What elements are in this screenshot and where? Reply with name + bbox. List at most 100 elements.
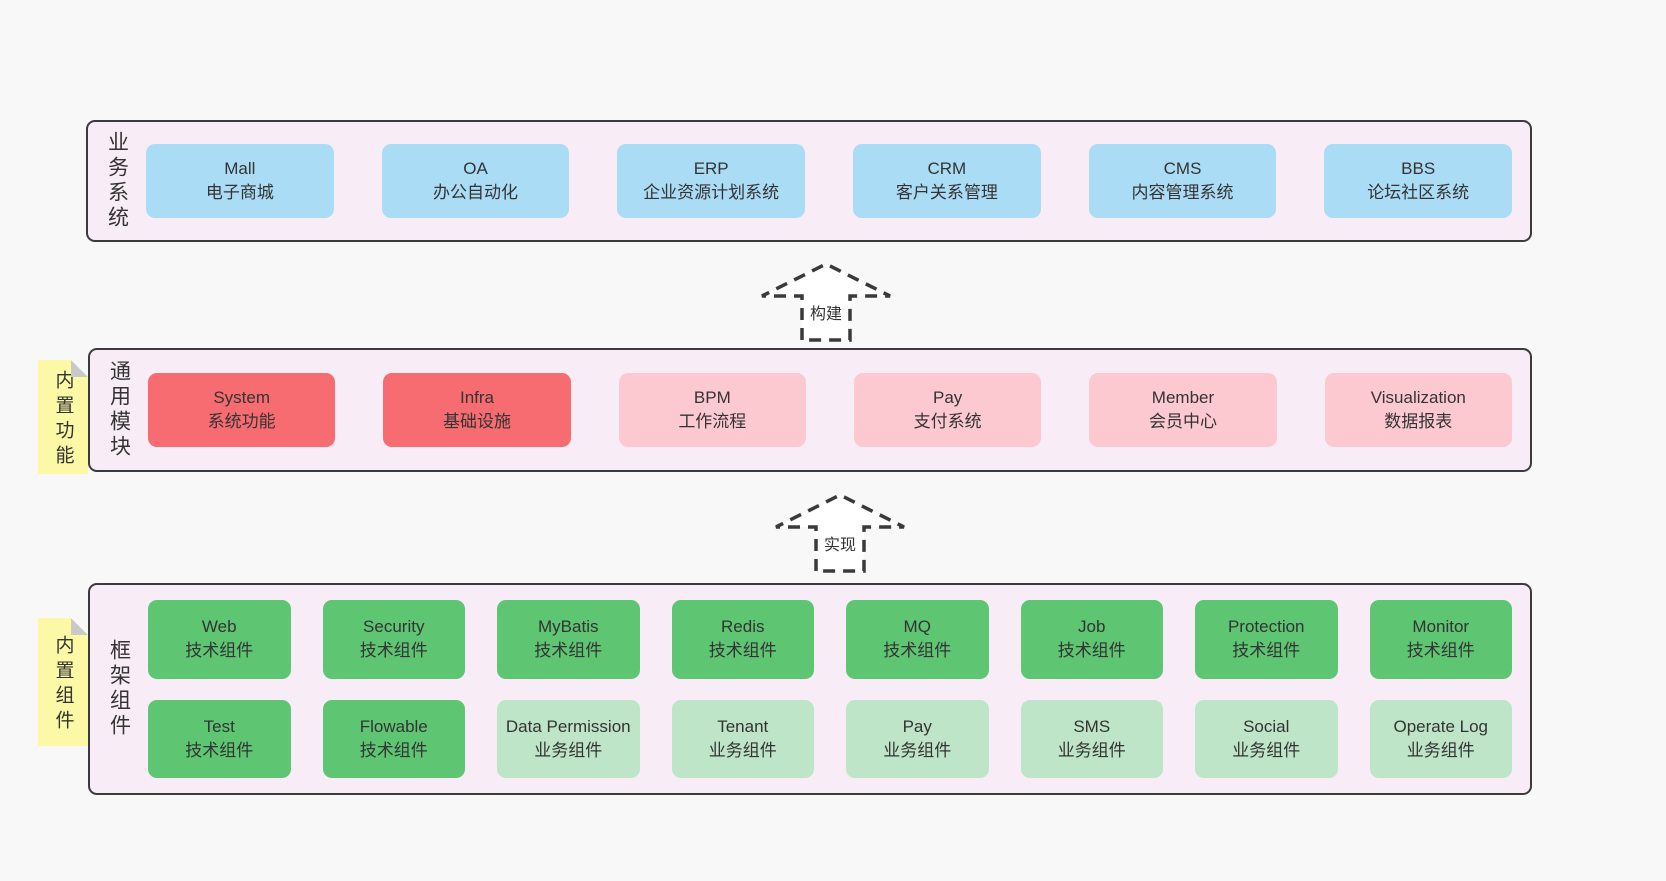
box-subtitle: 企业资源计划系统 — [643, 183, 780, 202]
implement-arrow: 实现 — [770, 487, 910, 573]
box-security: Security 技术组件 — [322, 600, 465, 679]
note-fold-corner-icon — [71, 360, 88, 377]
box-pay-module: Pay 支付系统 — [853, 373, 1042, 447]
box-subtitle: 技术组件 — [359, 641, 428, 661]
note-built-in-components: 内置组件 — [38, 618, 88, 746]
box-cms: CMS 内容管理系统 — [1088, 144, 1277, 218]
box-title: SMS — [1073, 716, 1111, 736]
box-subtitle: 业务组件 — [883, 740, 952, 760]
box-subtitle: 论坛社区系统 — [1367, 183, 1470, 202]
box-subtitle: 业务组件 — [708, 740, 777, 760]
note-fold-corner-icon — [71, 618, 88, 635]
build-arrow: 构建 — [756, 256, 896, 342]
box-infra: Infra 基础设施 — [383, 373, 571, 447]
box-social: Social 业务组件 — [1195, 699, 1338, 778]
layer-business-systems: 业务系统 Mall 电子商城 OA 办公自动化 ERP 企业资源计划系统 CRM… — [86, 120, 1532, 242]
box-title: Operate Log — [1393, 716, 1488, 736]
box-title: BBS — [1401, 158, 1436, 178]
box-operate-log: Operate Log 业务组件 — [1369, 699, 1512, 778]
box-title: ERP — [693, 158, 729, 178]
framework-boxes-grid: Web 技术组件 Security 技术组件 MyBatis 技术组件 Redi… — [148, 585, 1530, 793]
box-web: Web 技术组件 — [148, 600, 291, 679]
note-built-in-features: 内置功能 — [38, 360, 88, 474]
box-bpm: BPM 工作流程 — [618, 373, 806, 447]
box-title: Redis — [721, 617, 765, 637]
layer-label-business: 业务系统 — [88, 122, 146, 240]
box-title: Flowable — [359, 716, 428, 736]
box-mybatis: MyBatis 技术组件 — [497, 600, 640, 679]
box-tenant: Tenant 业务组件 — [671, 699, 814, 778]
box-oa: OA 办公自动化 — [381, 144, 570, 218]
business-boxes-row: Mall 电子商城 OA 办公自动化 ERP 企业资源计划系统 CRM 客户关系… — [146, 122, 1530, 240]
layer-label-text: 通用模块 — [107, 360, 131, 460]
arrow-label: 构建 — [809, 306, 842, 323]
box-member: Member 会员中心 — [1089, 373, 1277, 447]
box-subtitle: 业务组件 — [534, 740, 603, 760]
box-subtitle: 技术组件 — [534, 641, 603, 661]
box-title: BPM — [693, 387, 731, 407]
box-subtitle: 技术组件 — [185, 641, 254, 661]
box-crm: CRM 客户关系管理 — [853, 144, 1041, 218]
box-subtitle: 工作流程 — [678, 412, 747, 431]
box-subtitle: 会员中心 — [1148, 412, 1217, 431]
box-title: MQ — [903, 617, 931, 637]
box-subtitle: 业务组件 — [1406, 740, 1475, 760]
box-monitor: Monitor 技术组件 — [1369, 600, 1512, 679]
layer-common-modules: 通用模块 System 系统功能 Infra 基础设施 BPM 工作流程 Pay… — [88, 348, 1532, 472]
box-test: Test 技术组件 — [148, 699, 291, 778]
box-flowable: Flowable 技术组件 — [322, 699, 465, 778]
box-title: OA — [463, 158, 488, 178]
box-subtitle: 技术组件 — [708, 641, 777, 661]
note-text: 内置功能 — [52, 370, 74, 470]
box-title: Test — [203, 716, 235, 736]
box-title: CRM — [927, 158, 967, 178]
box-subtitle: 客户关系管理 — [895, 183, 998, 202]
box-subtitle: 业务组件 — [1232, 740, 1301, 760]
box-title: Pay — [933, 387, 963, 407]
box-mall: Mall 电子商城 — [146, 144, 334, 218]
layer-label-text: 业务系统 — [105, 131, 129, 231]
box-title: Job — [1078, 617, 1106, 637]
box-subtitle: 技术组件 — [1406, 641, 1475, 661]
box-title: Protection — [1227, 617, 1305, 637]
dashed-up-arrow-icon — [775, 493, 905, 573]
box-subtitle: 技术组件 — [1232, 641, 1301, 661]
box-title: Monitor — [1412, 617, 1470, 637]
box-title: Mall — [224, 158, 256, 178]
box-subtitle: 系统功能 — [207, 412, 276, 431]
arrow-label: 实现 — [823, 537, 856, 554]
box-title: Security — [363, 617, 425, 637]
box-subtitle: 业务组件 — [1057, 740, 1126, 760]
box-subtitle: 技术组件 — [185, 740, 254, 760]
box-data-permission: Data Permission 业务组件 — [497, 699, 640, 778]
layer-label-framework: 框架组件 — [90, 585, 148, 793]
layer-label-text: 框架组件 — [107, 639, 131, 739]
box-subtitle: 技术组件 — [883, 641, 952, 661]
box-subtitle: 技术组件 — [359, 740, 428, 760]
box-redis: Redis 技术组件 — [671, 600, 814, 679]
box-title: Data Permission — [505, 716, 631, 736]
box-pay-component: Pay 业务组件 — [846, 699, 989, 778]
box-title: Web — [201, 617, 237, 637]
box-protection: Protection 技术组件 — [1195, 600, 1338, 679]
note-text: 内置组件 — [52, 635, 74, 735]
box-sms: SMS 业务组件 — [1020, 699, 1163, 778]
box-subtitle: 数据报表 — [1384, 412, 1453, 431]
box-subtitle: 办公自动化 — [433, 183, 518, 202]
box-title: Tenant — [717, 716, 769, 736]
box-title: Infra — [459, 387, 494, 407]
box-subtitle: 基础设施 — [442, 412, 511, 431]
box-mq: MQ 技术组件 — [846, 600, 989, 679]
modules-boxes-row: System 系统功能 Infra 基础设施 BPM 工作流程 Pay 支付系统… — [148, 350, 1530, 470]
dashed-up-arrow-icon — [761, 262, 891, 342]
box-subtitle: 内容管理系统 — [1131, 183, 1234, 202]
box-title: Pay — [902, 716, 932, 736]
box-job: Job 技术组件 — [1020, 600, 1163, 679]
layer-framework-components: 框架组件 Web 技术组件 Security 技术组件 MyBatis 技术组件… — [88, 583, 1532, 795]
box-subtitle: 支付系统 — [913, 412, 982, 431]
box-subtitle: 电子商城 — [205, 183, 274, 202]
box-bbs: BBS 论坛社区系统 — [1324, 144, 1513, 218]
box-system: System 系统功能 — [148, 373, 336, 447]
box-subtitle: 技术组件 — [1057, 641, 1126, 661]
